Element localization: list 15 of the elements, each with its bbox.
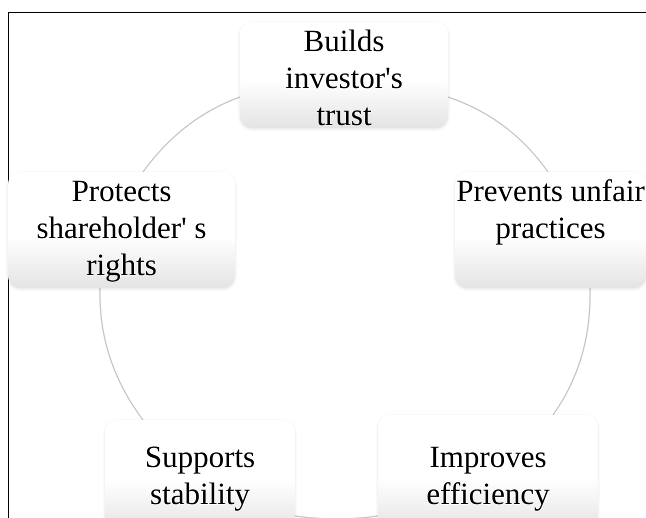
connector-arc	[552, 288, 591, 416]
step-text: Prevents unfair practices	[455, 172, 646, 246]
connector-arc	[142, 96, 240, 172]
step-text: Protects shareholder' s rights	[35, 172, 208, 283]
step-text: Improves efficiency	[425, 438, 551, 512]
connector-arc	[294, 515, 378, 518]
connector-arc	[99, 288, 144, 420]
cycle-step-box	[455, 172, 646, 288]
connector-arc	[448, 96, 549, 172]
step-text: Supports stability	[144, 438, 256, 512]
cycle-step-box	[378, 415, 598, 518]
cycle-step-box	[105, 420, 295, 518]
cycle-step-box	[240, 22, 448, 128]
step-text: Builds investor's trust	[284, 22, 404, 133]
cycle-step-box	[8, 172, 235, 288]
